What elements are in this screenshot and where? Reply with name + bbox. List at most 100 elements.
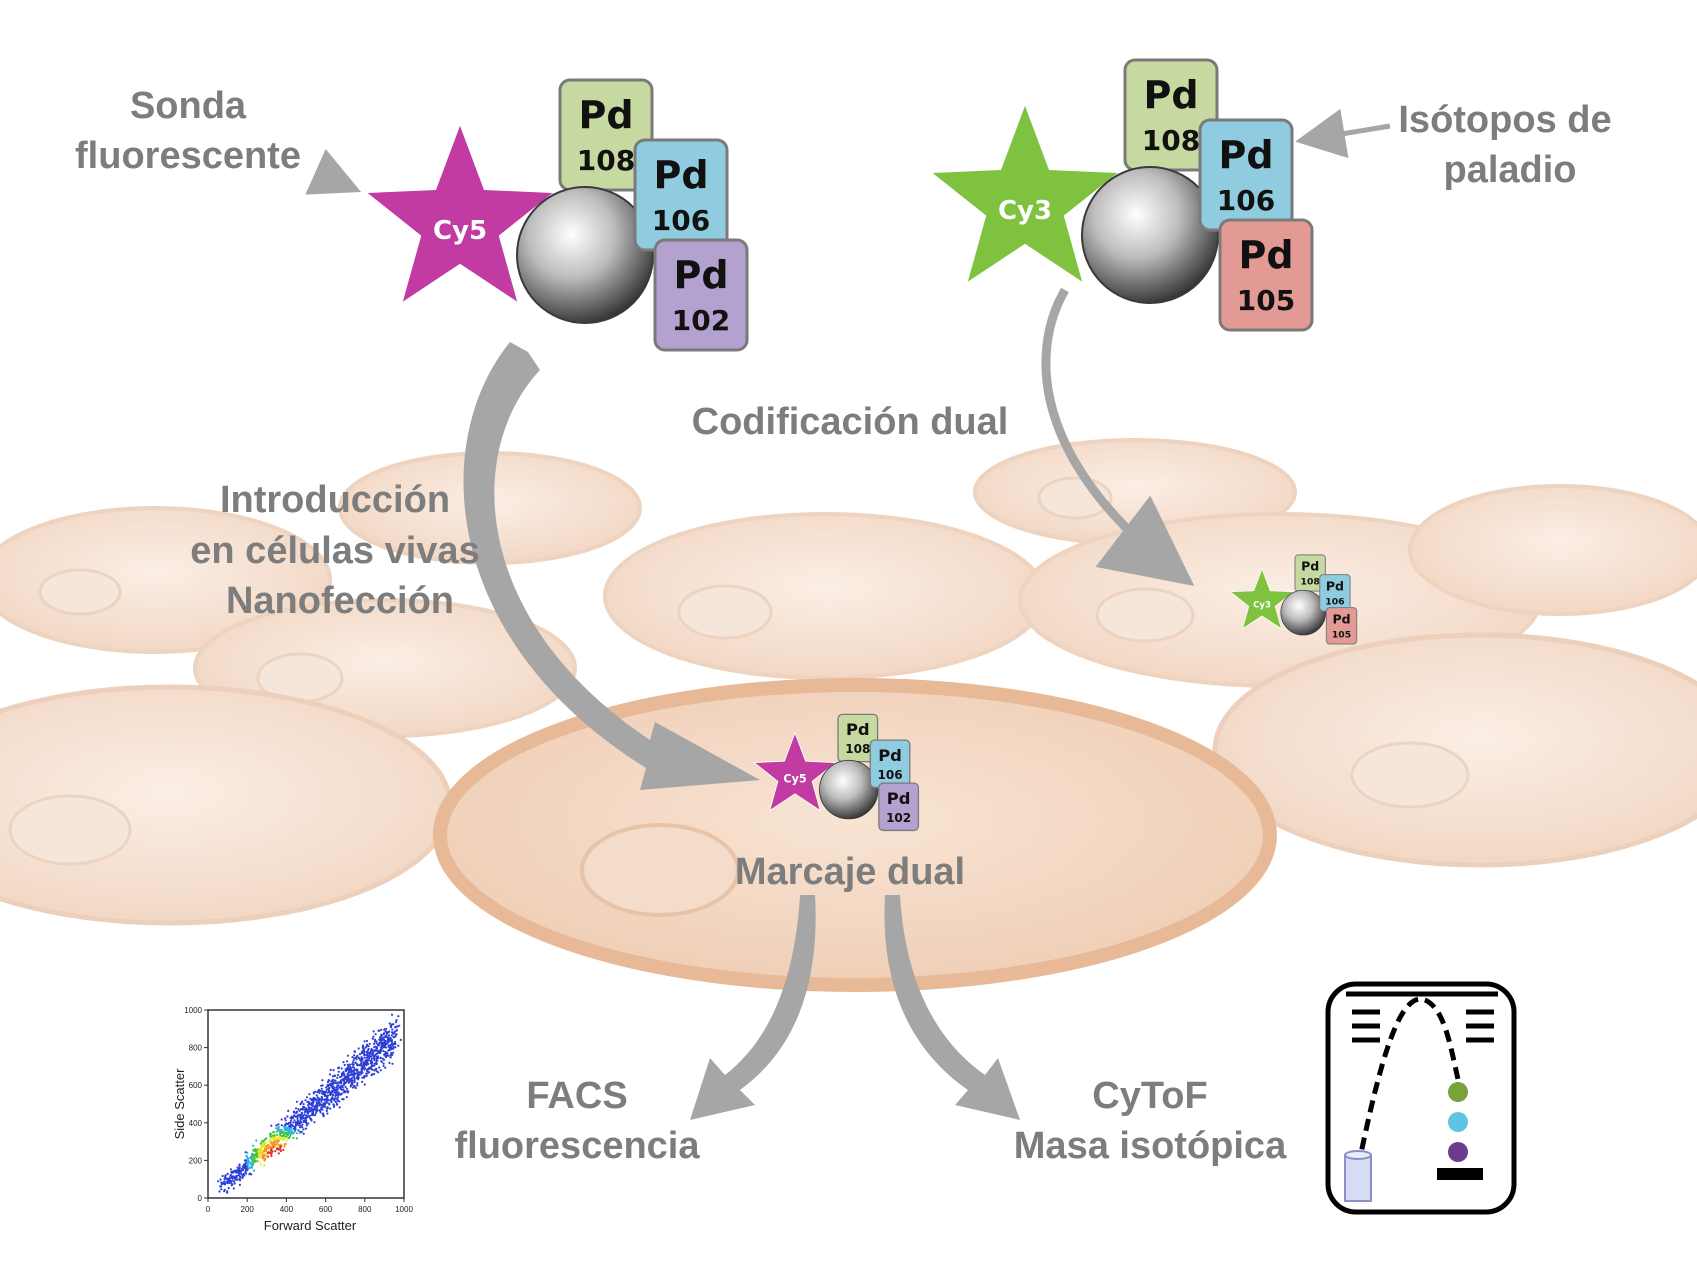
scatter-point <box>326 1080 330 1084</box>
scatter-point <box>274 1150 277 1153</box>
scatter-point <box>230 1171 233 1174</box>
scatter-point <box>392 1045 395 1048</box>
scatter-point <box>373 1064 376 1067</box>
fluorophore-label: Cy5 <box>433 216 487 246</box>
scatter-point <box>252 1169 256 1172</box>
scatter-point <box>295 1100 298 1103</box>
scatter-point <box>349 1073 352 1076</box>
scatter-point <box>368 1054 371 1057</box>
scatter-point <box>289 1116 292 1120</box>
scatter-point <box>375 1053 378 1056</box>
scatter-point <box>277 1152 280 1155</box>
scatter-point <box>379 1056 382 1059</box>
scatter-point <box>234 1175 237 1178</box>
scatter-point <box>375 1059 378 1062</box>
scatter-point <box>355 1058 358 1061</box>
scatter-point <box>296 1117 299 1120</box>
scatter-point <box>294 1115 298 1118</box>
scatter-point <box>302 1128 305 1131</box>
isotope-element: Pd <box>1218 133 1273 177</box>
scatter-point <box>362 1045 365 1048</box>
isotope-element: Pd <box>1326 578 1344 593</box>
scatter-point <box>327 1090 331 1093</box>
cell <box>0 506 332 654</box>
scatter-point <box>312 1109 315 1112</box>
isotope-mass: 108 <box>1142 124 1200 157</box>
scatter-point <box>308 1093 311 1096</box>
scatter-point <box>270 1124 273 1127</box>
facs-label: FACS <box>526 1075 627 1117</box>
scatter-point <box>334 1074 337 1077</box>
scatter-point <box>318 1104 321 1107</box>
scatter-point <box>350 1071 353 1075</box>
scatter-point <box>259 1163 262 1166</box>
scatter-point <box>331 1096 334 1100</box>
scatter-point <box>334 1094 337 1098</box>
scatter-point <box>240 1173 243 1176</box>
scatter-point <box>368 1071 371 1074</box>
scatter-point <box>277 1135 280 1138</box>
scatter-point <box>272 1131 276 1134</box>
scatter-point <box>370 1059 373 1062</box>
y-tick-label: 600 <box>189 1081 203 1090</box>
scatter-point <box>370 1074 373 1077</box>
scatter-point <box>292 1111 296 1114</box>
scatter-point <box>295 1132 298 1135</box>
scatter-point <box>263 1148 266 1151</box>
scatter-point <box>373 1040 376 1043</box>
scatter-point <box>384 1046 388 1049</box>
scatter-point <box>295 1137 298 1140</box>
scatter-point <box>384 1066 387 1069</box>
scatter-point <box>296 1114 299 1117</box>
scatter-point <box>298 1109 301 1112</box>
scatter-point <box>313 1114 317 1117</box>
scatter-point <box>390 1051 393 1055</box>
scatter-point <box>299 1108 302 1111</box>
scatter-point <box>300 1101 303 1104</box>
scatter-point <box>394 1042 397 1046</box>
scatter-point <box>361 1068 364 1071</box>
fluorophore-star-icon <box>927 100 1123 287</box>
nanoparticle-sphere <box>516 186 654 324</box>
scatter-point <box>230 1182 233 1185</box>
scatter-point <box>378 1049 381 1052</box>
cell <box>1408 484 1697 616</box>
scatter-point <box>370 1055 373 1058</box>
scatter-point <box>390 1034 393 1037</box>
scatter-point <box>394 1026 397 1029</box>
scatter-point <box>342 1078 345 1081</box>
scatter-point <box>357 1073 360 1077</box>
scatter-point <box>370 1057 373 1060</box>
scatter-point <box>321 1108 324 1111</box>
scatter-point <box>380 1028 383 1031</box>
scatter-point <box>380 1060 383 1063</box>
scatter-point <box>366 1072 369 1075</box>
scatter-point <box>329 1068 332 1071</box>
scatter-point <box>277 1126 280 1129</box>
scatter-point <box>268 1145 272 1148</box>
scatter-point <box>322 1102 325 1105</box>
scatter-point <box>353 1054 356 1057</box>
scatter-point <box>270 1154 273 1158</box>
scatter-point <box>351 1073 354 1076</box>
scatter-point <box>285 1135 288 1138</box>
scatter-point <box>364 1063 367 1066</box>
scatter-point <box>351 1063 354 1066</box>
scatter-point <box>245 1154 248 1157</box>
scatter-point <box>305 1124 308 1127</box>
scatter-point <box>353 1057 356 1060</box>
scatter-point <box>346 1054 349 1057</box>
scatter-point <box>391 1047 394 1050</box>
scatter-point <box>364 1046 367 1049</box>
scatter-point <box>313 1106 316 1109</box>
scatter-point <box>334 1100 337 1103</box>
x-tick-label: 200 <box>241 1205 255 1214</box>
scatter-point <box>326 1112 329 1115</box>
scatter-point <box>258 1148 261 1151</box>
scatter-point <box>277 1144 280 1147</box>
